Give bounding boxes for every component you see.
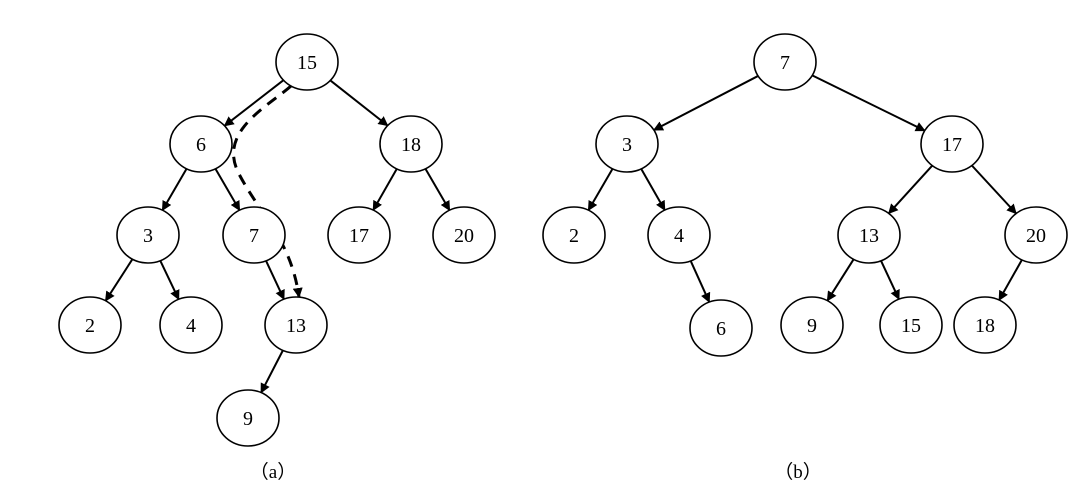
tree-node-a18: 18 [379,115,443,173]
node-label: 15 [297,52,317,74]
tree-node-a20: 20 [432,206,496,264]
edge-a13-a9 [260,349,284,394]
edge-a3-a4 [159,260,180,301]
edge-b17-b13 [887,164,934,215]
node-ellipse [689,299,753,357]
node-label: 3 [622,134,632,156]
edge-b17-b20 [971,164,1017,215]
node-label: 17 [942,134,962,156]
dashed-search-path [232,84,303,298]
edge-b7-b17 [811,74,926,132]
tree-node-b13: 13 [837,206,901,264]
node-ellipse [159,296,223,354]
node-ellipse [275,33,339,91]
node-ellipse [1004,206,1068,264]
tree-node-b15: 15 [879,296,943,354]
node-label: 4 [186,315,196,337]
edge-a3-a2 [104,258,134,302]
node-ellipse [169,115,233,173]
tree-node-b9: 9 [780,296,844,354]
node-label: 15 [901,315,921,337]
node-label: 7 [780,52,790,74]
node-label: 2 [85,315,95,337]
node-label: 13 [859,225,879,247]
node-label: 20 [454,225,474,247]
node-ellipse [58,296,122,354]
tree-node-a13: 13 [264,296,328,354]
edge-a18-a20 [424,168,451,212]
node-ellipse [753,33,817,91]
tree-node-b3: 3 [595,115,659,173]
tree-node-b4: 4 [647,206,711,264]
node-label: 3 [143,225,153,247]
tree-node-a6: 6 [169,115,233,173]
edge-a6-a7 [214,168,241,212]
node-label: 7 [249,225,259,247]
node-ellipse [116,206,180,264]
node-label: 2 [569,225,579,247]
edge-b7-b3 [652,75,759,131]
edge-a15-a6 [223,79,285,127]
node-ellipse [647,206,711,264]
tree-node-a15: 15 [275,33,339,91]
tree-node-a17: 17 [327,206,391,264]
edge-b4-b6 [689,260,711,303]
tree-node-b6: 6 [689,299,753,357]
edge-a15-a18 [329,79,389,127]
node-ellipse [837,206,901,264]
caption-tree-a: （a） [250,461,296,483]
captions-layer: （a） （b） [250,461,822,483]
node-label: 9 [243,408,253,430]
tree-node-a7: 7 [222,206,286,264]
tree-node-b7: 7 [753,33,817,91]
edge-b3-b4 [640,168,666,211]
caption-tree-b: （b） [774,461,822,483]
node-label: 17 [349,225,369,247]
tree-node-b18: 18 [953,296,1017,354]
tree-node-b17: 17 [920,115,984,173]
node-label: 9 [807,315,817,337]
node-label: 20 [1026,225,1046,247]
node-label: 6 [716,318,726,340]
tree-node-a2: 2 [58,296,122,354]
edge-b13-b9 [826,258,855,302]
node-label: 6 [196,134,206,156]
node-ellipse [264,296,328,354]
tree-node-b2: 2 [542,206,606,264]
node-ellipse [222,206,286,264]
edge-a7-a13 [265,260,285,301]
nodes-layer: 15 6 18 3 7 17 20 2 4 13 9 7 3 17 2 4 13 20 6 9 15 18 [58,33,1068,447]
node-ellipse [879,296,943,354]
edge-a6-a3 [161,168,188,212]
node-ellipse [379,115,443,173]
node-ellipse [216,389,280,447]
node-ellipse [953,296,1017,354]
node-ellipse [327,206,391,264]
edge-b3-b2 [587,168,614,212]
node-ellipse [542,206,606,264]
node-ellipse [920,115,984,173]
node-label: 4 [674,225,684,247]
node-label: 18 [401,134,421,156]
tree-node-b20: 20 [1004,206,1068,264]
tree-node-a9: 9 [216,389,280,447]
edges-layer [104,74,1023,394]
edge-b13-b15 [880,260,900,301]
node-label: 18 [975,315,995,337]
node-label: 13 [286,315,306,337]
tree-node-a3: 3 [116,206,180,264]
edge-b20-b18 [998,259,1023,301]
tree-node-a4: 4 [159,296,223,354]
node-ellipse [595,115,659,173]
node-ellipse [780,296,844,354]
edge-a18-a17 [372,168,398,211]
node-ellipse [432,206,496,264]
dashed-layer [232,84,303,298]
